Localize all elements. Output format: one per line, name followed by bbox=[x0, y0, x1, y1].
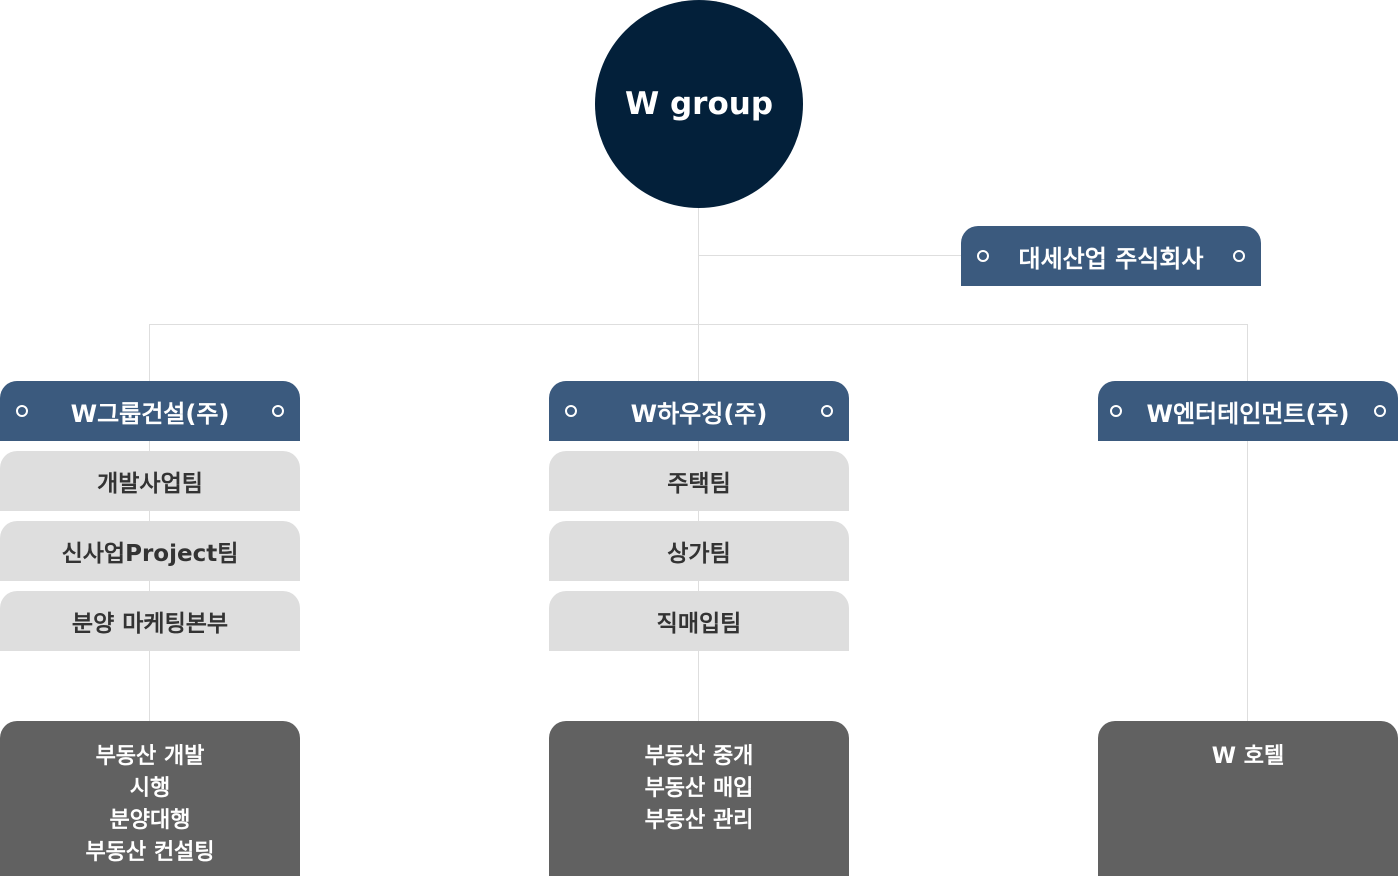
team-box: 개발사업팀 bbox=[0, 451, 300, 511]
connector-horizontal bbox=[149, 324, 1248, 325]
team-box: 상가팀 bbox=[549, 521, 849, 581]
business-box-entertainment: W 호텔 bbox=[1098, 721, 1398, 876]
company-label: W그룹건설(주) bbox=[70, 399, 230, 428]
bullet-icon bbox=[565, 405, 577, 417]
team-label: 신사업Project팀 bbox=[61, 541, 239, 567]
bullet-icon bbox=[821, 405, 833, 417]
team-label: 개발사업팀 bbox=[97, 471, 203, 497]
company-label: W엔터테인먼트(주) bbox=[1146, 399, 1350, 428]
business-box-construction: 부동산 개발 시행 분양대행 부동산 컨설팅 bbox=[0, 721, 300, 876]
team-box: 신사업Project팀 bbox=[0, 521, 300, 581]
connector-right bbox=[1247, 324, 1248, 721]
connector-affiliate bbox=[699, 255, 961, 256]
team-label: 직매입팀 bbox=[656, 611, 742, 637]
bullet-icon bbox=[1374, 405, 1386, 417]
team-label: 분양 마케팅본부 bbox=[71, 611, 229, 637]
bullet-icon bbox=[1233, 250, 1245, 262]
bullet-icon bbox=[1110, 405, 1122, 417]
bullet-icon bbox=[16, 405, 28, 417]
business-line: 부동산 컨설팅 bbox=[85, 840, 215, 865]
root-label: W group bbox=[624, 86, 774, 122]
root-node: W group bbox=[595, 0, 803, 208]
team-box: 주택팀 bbox=[549, 451, 849, 511]
team-label: 상가팀 bbox=[667, 541, 731, 567]
team-box: 직매입팀 bbox=[549, 591, 849, 651]
bullet-icon bbox=[977, 250, 989, 262]
company-node-housing: W하우징(주) bbox=[549, 381, 849, 441]
bullet-icon bbox=[272, 405, 284, 417]
affiliate-node: 대세산업 주식회사 bbox=[961, 226, 1261, 286]
business-line: 부동산 관리 bbox=[644, 808, 754, 833]
business-line: 부동산 중개 bbox=[644, 744, 754, 769]
company-node-construction: W그룹건설(주) bbox=[0, 381, 300, 441]
team-box: 분양 마케팅본부 bbox=[0, 591, 300, 651]
business-line: 분양대행 bbox=[109, 808, 191, 833]
company-label: W하우징(주) bbox=[630, 399, 768, 428]
business-line: 부동산 매입 bbox=[644, 776, 754, 801]
team-label: 주택팀 bbox=[667, 471, 731, 497]
affiliate-label: 대세산업 주식회사 bbox=[1018, 244, 1204, 273]
business-line: 부동산 개발 bbox=[95, 744, 205, 769]
business-line: W 호텔 bbox=[1211, 744, 1285, 769]
business-line: 시행 bbox=[129, 776, 171, 801]
company-node-entertainment: W엔터테인먼트(주) bbox=[1098, 381, 1398, 441]
business-box-housing: 부동산 중개 부동산 매입 부동산 관리 bbox=[549, 721, 849, 876]
